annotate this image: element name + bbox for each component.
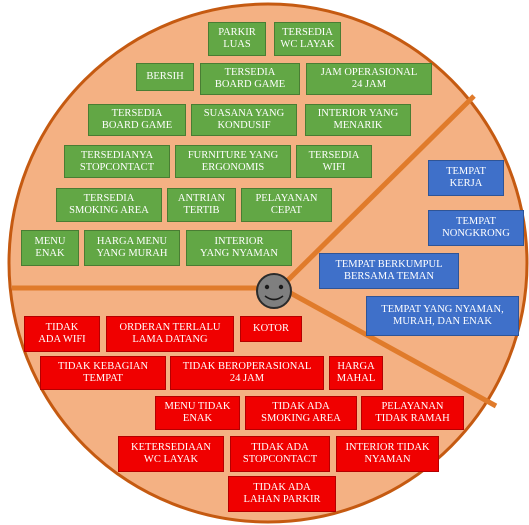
red-item-tidak-ada-parkir: TIDAK ADA LAHAN PARKIR bbox=[228, 476, 336, 512]
green-item-wc-layak: TERSEDIA WC LAYAK bbox=[274, 22, 341, 56]
green-item-parkir-luas: PARKIR LUAS bbox=[208, 22, 266, 56]
green-item-suasana-kondusif: SUASANA YANG KONDUSIF bbox=[191, 104, 297, 136]
red-item-tidak-ada-stopcontact: TIDAK ADA STOPCONTACT bbox=[230, 436, 330, 472]
green-item-antrian-tertib: ANTRIAN TERTIB bbox=[167, 188, 236, 222]
green-item-menu-enak: MENU ENAK bbox=[21, 230, 79, 266]
green-item-pelayanan-cepat: PELAYANAN CEPAT bbox=[241, 188, 332, 222]
red-item-pelayanan-tidak-ramah: PELAYANAN TIDAK RAMAH bbox=[361, 396, 464, 430]
green-item-stopcontact: TERSEDIANYA STOPCONTACT bbox=[64, 145, 170, 178]
red-item-kotor: KOTOR bbox=[240, 316, 302, 342]
green-item-interior-nyaman: INTERIOR YANG NYAMAN bbox=[186, 230, 292, 266]
green-item-jam-operasional: JAM OPERASIONAL 24 JAM bbox=[306, 63, 432, 95]
smiley-face-icon bbox=[256, 273, 292, 309]
blue-item-nyaman-murah-enak: TEMPAT YANG NYAMAN, MURAH, DAN ENAK bbox=[366, 296, 519, 336]
red-item-tidak-kebagian-tempat: TIDAK KEBAGIAN TEMPAT bbox=[40, 356, 166, 390]
red-item-tidak-24-jam: TIDAK BEROPERASIONAL 24 JAM bbox=[170, 356, 324, 390]
green-item-board-game-1: TERSEDIA BOARD GAME bbox=[200, 63, 300, 95]
blue-item-tempat-kerja: TEMPAT KERJA bbox=[428, 160, 504, 196]
red-item-tidak-ada-wifi: TIDAK ADA WIFI bbox=[24, 316, 100, 352]
green-item-smoking-area: TERSEDIA SMOKING AREA bbox=[56, 188, 162, 222]
divider-line-lower-right bbox=[283, 287, 498, 409]
red-item-orderan-lama: ORDERAN TERLALU LAMA DATANG bbox=[106, 316, 234, 352]
divider-line-upper-right bbox=[278, 94, 476, 290]
red-item-harga-mahal: HARGA MAHAL bbox=[329, 356, 383, 390]
red-item-ketersediaan-wc: KETERSEDIAAN WC LAYAK bbox=[118, 436, 224, 472]
blue-item-berkumpul: TEMPAT BERKUMPUL BERSAMA TEMAN bbox=[319, 253, 459, 289]
red-item-tidak-ada-smoking-area: TIDAK ADA SMOKING AREA bbox=[245, 396, 357, 430]
red-item-menu-tidak-enak: MENU TIDAK ENAK bbox=[155, 396, 240, 430]
green-item-harga-murah: HARGA MENU YANG MURAH bbox=[84, 230, 180, 266]
green-item-board-game-2: TERSEDIA BOARD GAME bbox=[88, 104, 186, 136]
green-item-wifi: TERSEDIA WIFI bbox=[296, 145, 372, 178]
red-item-interior-tidak-nyaman: INTERIOR TIDAK NYAMAN bbox=[336, 436, 439, 472]
blue-item-tempat-nongkrong: TEMPAT NONGKRONG bbox=[428, 210, 524, 246]
green-item-bersih: BERSIH bbox=[136, 63, 194, 91]
green-item-furniture-ergonomis: FURNITURE YANG ERGONOMIS bbox=[175, 145, 291, 178]
green-item-interior-menarik: INTERIOR YANG MENARIK bbox=[305, 104, 411, 136]
